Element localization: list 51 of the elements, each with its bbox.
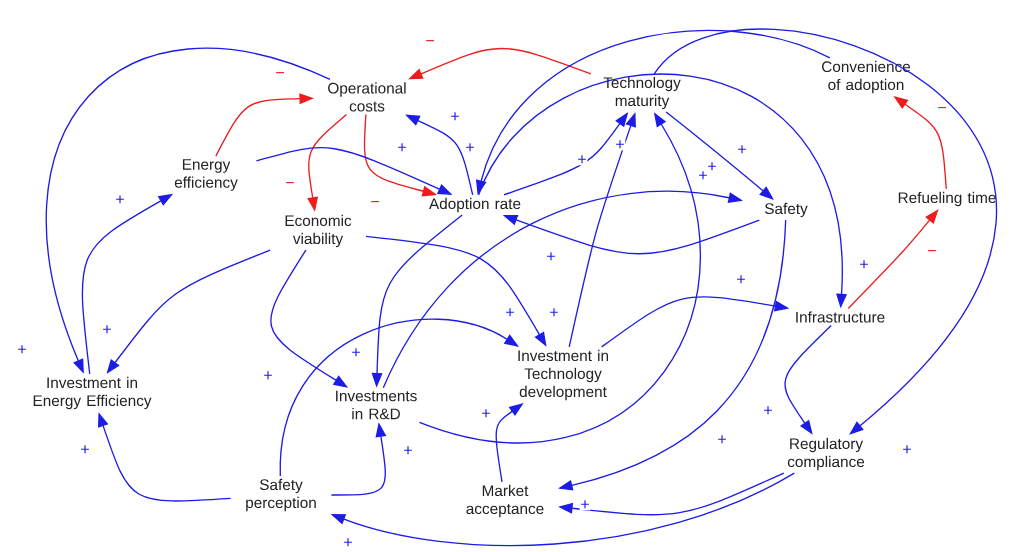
polarity-sign: + [396,142,408,154]
polarity-sign: + [697,170,709,182]
polarity-sign: + [706,161,718,173]
node-label: Energy efficiency [174,159,238,191]
node-label: Infrastructure [796,311,885,323]
polarity-sign: + [114,194,126,206]
polarity-sign: + [402,445,414,457]
polarity-sign: + [350,347,362,359]
node-label: Adoption rate [429,197,521,213]
polarity-sign: + [735,274,747,286]
polarity-sign: − [369,200,381,208]
polarity-sign: + [901,444,913,456]
polarity-sign: + [262,370,274,382]
polarity-sign: − [936,106,948,114]
arrow [653,28,997,435]
polarity-sign: + [614,139,626,151]
node-label: Safety [764,202,808,218]
polarity-sign: + [504,307,516,319]
polarity-sign: + [342,537,354,549]
polarity-sign: − [284,181,296,189]
polarity-sign: + [480,408,492,420]
node-label: Investment in Energy Efficiency [33,376,152,410]
polarity-sign: − [926,249,938,257]
node-label: Refueling time [898,191,996,207]
node-label: Investment in Technology development [518,349,608,401]
polarity-sign: + [545,251,557,263]
node-label: Investments in R&D [336,390,417,420]
arrow [665,111,774,200]
polarity-sign: + [16,344,28,356]
node-label: Operational costs [328,82,406,112]
polarity-sign: + [716,434,728,446]
polarity-sign: − [424,39,436,47]
polarity-sign: + [79,444,91,456]
arrow [106,249,271,374]
polarity-sign: + [858,259,870,271]
polarity-sign: − [274,71,286,79]
polarity-sign: + [736,144,748,156]
arrow [847,209,939,310]
node-label: Technology maturity [603,76,681,110]
polarity-sign: + [576,154,588,166]
polarity-sign: + [762,405,774,417]
polarity-sign: + [449,111,461,123]
polarity-sign: + [101,324,113,336]
polarity-sign: + [464,142,476,154]
node-label: Regulatory compliance [787,437,865,471]
node-label: Safety perception [246,478,316,512]
arrow [279,318,519,477]
node-label: Economic viability [285,214,352,248]
polarity-sign: + [548,307,560,319]
polarity-sign: + [579,499,591,511]
node-label: Market acceptance [466,484,544,518]
